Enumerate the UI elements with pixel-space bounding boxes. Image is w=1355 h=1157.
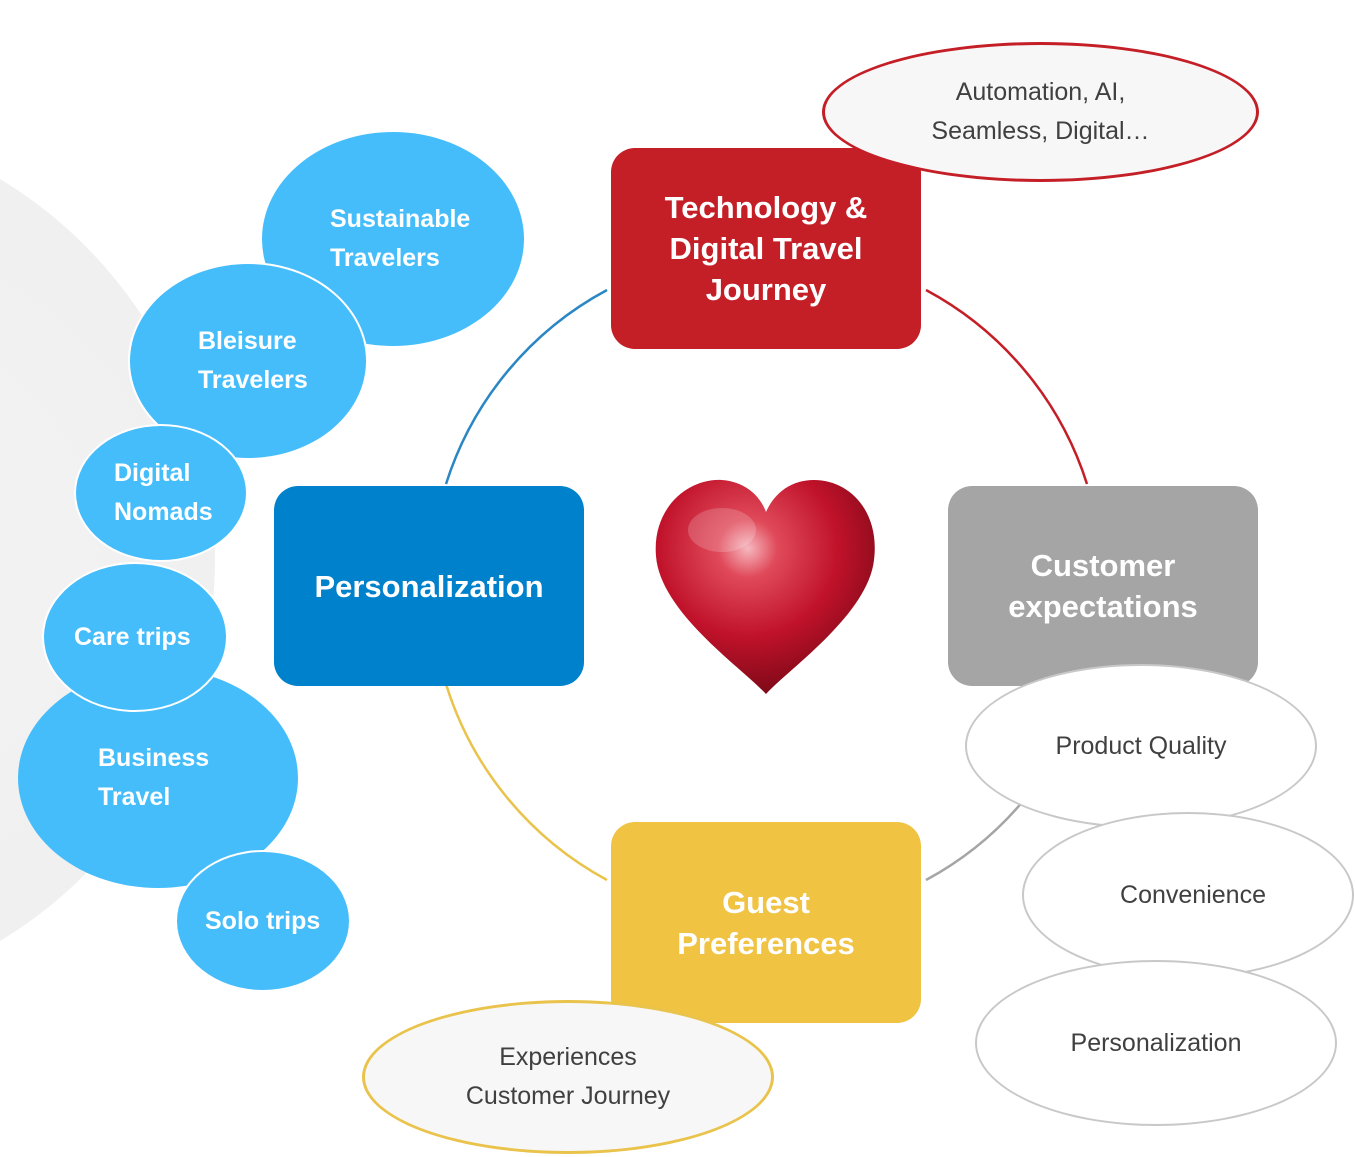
- segment-bubble-care-trips: Care trips: [42, 562, 228, 712]
- callout-label: Automation, AI, Seamless, Digital…: [931, 78, 1150, 145]
- segment-label: Business Travel: [98, 744, 210, 811]
- node-label: Technology & Digital Travel Journey: [664, 190, 868, 307]
- node-personalization: Personalization: [274, 486, 584, 686]
- segment-label: Bleisure Travelers: [198, 327, 308, 394]
- node-label: Personalization: [314, 568, 544, 604]
- heart-icon: [650, 472, 882, 702]
- node-guest-preferences: Guest Preferences: [611, 822, 921, 1023]
- connector-arc-red: [925, 288, 1089, 485]
- segment-label: Solo trips: [205, 906, 321, 935]
- callout-personalization: Personalization: [975, 960, 1337, 1126]
- node-label: Guest Preferences: [677, 884, 855, 961]
- callout-label: Convenience: [1120, 880, 1266, 909]
- connector-arc-gold: [444, 683, 608, 882]
- node-technology-digital-travel-journey: Technology & Digital Travel Journey: [611, 148, 921, 349]
- node-customer-expectations: Customer expectations: [948, 486, 1258, 686]
- segment-label: Care trips: [74, 622, 191, 651]
- segment-bubble-solo-trips: Solo trips: [175, 850, 351, 992]
- segment-label: Sustainable Travelers: [330, 205, 471, 272]
- callout-label: Personalization: [1070, 1028, 1242, 1057]
- callout-product-quality: Product Quality: [965, 664, 1317, 828]
- segment-bubble-digital-nomads: Digital Nomads: [74, 424, 248, 562]
- callout-label: Experiences Customer Journey: [465, 1043, 671, 1110]
- segment-label: Digital Nomads: [114, 459, 213, 526]
- node-label: Customer expectations: [1008, 548, 1198, 624]
- callout-technology: Automation, AI, Seamless, Digital…: [822, 42, 1259, 182]
- callout-convenience: Convenience: [1022, 812, 1354, 978]
- callout-label: Product Quality: [1055, 731, 1227, 760]
- connector-arc-blue: [444, 288, 608, 485]
- callout-guest: Experiences Customer Journey: [362, 1000, 774, 1154]
